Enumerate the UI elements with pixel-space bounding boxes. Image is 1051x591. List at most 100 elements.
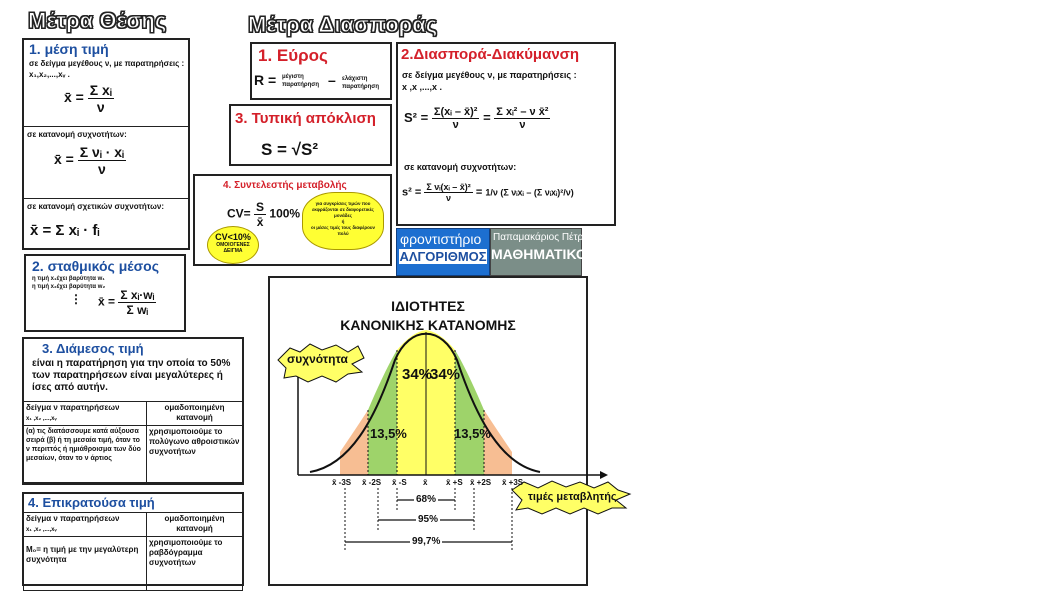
mean-formula-3: x̄ = Σ xᵢ · fᵢ <box>30 222 100 239</box>
weighted-den: Σ wᵢ <box>126 303 149 317</box>
cv-badge-3: ΔΕΙΓΜΑ <box>223 248 243 254</box>
mean-box: 1. μέση τιμή σε δείγμα μεγέθους ν, με πα… <box>22 38 190 250</box>
cv-num: S <box>254 200 267 215</box>
mean-f2-den: ν <box>97 161 106 177</box>
variance-f2-eq: = <box>475 186 483 199</box>
logo-left-bottom: ΑΛΓΟΡΙΘΜΟΣ <box>399 249 487 264</box>
range-997-label: 99,7% <box>410 536 443 547</box>
variance-desc: σε δείγμα μεγέθους ν, με παρατηρήσεις : <box>402 70 577 80</box>
mean-title: 1. μέση τιμή <box>29 41 109 57</box>
mean-f1-num: Σ xᵢ <box>87 82 114 99</box>
variance-num1: Σ(xᵢ – x̄)² <box>431 106 480 119</box>
stddev-title: 3. Τυπική απόκλιση <box>235 110 376 127</box>
mode-col1: δείγμα ν παρατηρήσεων <box>26 514 120 523</box>
stddev-formula: S = √S² <box>261 140 319 159</box>
pct-inner-left: 34% <box>402 366 433 383</box>
weighted-num: Σ xᵢ·wᵢ <box>118 288 157 303</box>
mean-f2-lhs: x̄ = <box>54 151 74 168</box>
variance-num2: Σ xᵢ² – ν x̄² <box>494 106 551 119</box>
values-label: τιμές μεταβλητής <box>528 491 617 503</box>
band-green-left <box>368 350 397 475</box>
median-desc: είναι η παρατήρηση για την οποία το 50% … <box>32 358 231 393</box>
cv-pct: 100% <box>269 206 301 221</box>
logo-left: φροντιστήριο ΑΛΓΟΡΙΘΜΟΣ <box>396 228 490 276</box>
tick-minus-2s: x̄ -2S <box>362 478 382 487</box>
mode-col1-sub: x₁ ,x₂ ,...,xᵥ <box>26 527 57 533</box>
cv-title: 4. Συντελεστής μεταβολής <box>223 180 347 191</box>
range-95-label: 95% <box>416 514 441 525</box>
freq-label-burst <box>277 343 365 383</box>
mean-f2-num: Σ νᵢ · xᵢ <box>77 144 127 161</box>
variance-title: 2.Διασπορά-Διακύμανση <box>401 46 580 63</box>
range-max: μέγιστη παρατήρηση <box>282 74 320 88</box>
mode-box: 4. Επικρατούσα τιμή δείγμα ν παρατηρήσεω… <box>22 492 244 591</box>
tick-mean: x̄ <box>423 478 428 487</box>
variance-f2-rhs: 1/ν (Σ νᵢxᵢ – (Σ νᵢxᵢ)²/ν) <box>485 187 574 198</box>
mode-title: 4. Επικρατούσα τιμή <box>28 495 155 510</box>
range-minus: – <box>328 72 336 88</box>
median-table: δείγμα ν παρατηρήσεων x₁ ,x₂ ,...,xᵥ ομαδ… <box>23 401 243 483</box>
tick-minus-3s: x̄ -3S <box>332 478 352 487</box>
weighted-line-2: η τιμή x₂έχει βαρύτητα w₂ <box>32 284 106 290</box>
band-green-right <box>455 350 484 475</box>
mean-rel-label: σε κατανομή σχετικών συχνοτήτων: <box>27 202 165 211</box>
cv-badge: CV<10% ΟΜΟΙΟΓΕΝΕΣ ΔΕΙΓΜΑ <box>207 226 259 264</box>
logo-left-top: φροντιστήριο <box>400 231 482 247</box>
variance-freq-label: σε κατανομή συχνοτήτων: <box>404 162 517 172</box>
band-orange-right <box>484 410 512 475</box>
median-title: 3. Διάμεσος τιμή <box>42 341 144 356</box>
header-dispersion-measures: Μέτρα Διασποράς <box>247 12 438 38</box>
range-title: 1. Εύρος <box>258 46 328 65</box>
weighted-mean-box: 2. σταθμικός μέσος η τιμή x₁έχει βαρύτητ… <box>24 254 186 332</box>
range-min: ελάχιστη παρατήρηση <box>342 76 380 90</box>
divider <box>24 126 188 127</box>
mean-f1-den: ν <box>96 99 105 115</box>
cv-cloud-2: ή <box>341 219 345 224</box>
variance-obs: x ,x ,...,x . <box>402 82 443 92</box>
cv-den: x̄ <box>256 215 264 229</box>
tick-plus-3s: x̄ +3S <box>502 478 524 487</box>
variance-f2-num: Σ νᵢ(xᵢ – x̄)² <box>424 182 473 193</box>
weighted-lhs: x̄ = <box>98 294 116 309</box>
cv-badge-1: CV<10% <box>215 232 251 242</box>
median-col1: δείγμα ν παρατηρήσεων <box>26 403 120 412</box>
normal-title-1: ΙΔΙΟΤΗΤΕΣ <box>391 298 465 314</box>
variance-f2-lhs: s² = <box>402 186 422 199</box>
pct-inner-right: 34% <box>430 366 461 383</box>
weighted-dots: ⋮ <box>70 292 82 306</box>
logo-right-bottom: ΜΑΘΗΜΑΤΙΚΟΣ <box>491 246 596 262</box>
weighted-title: 2. σταθμικός μέσος <box>32 258 159 274</box>
band-yellow-left <box>397 330 426 475</box>
mean-freq-label: σε κατανομή συχνοτήτων: <box>27 130 127 139</box>
median-col2-header: ομαδοποιημένη κατανομή <box>146 401 243 426</box>
pct-mid-right: 13,5% <box>454 426 491 441</box>
freq-label: συχνότητα <box>287 352 348 366</box>
divider <box>24 198 188 199</box>
range-68-label: 68% <box>414 494 439 505</box>
mean-f1-lhs: x̄ = <box>64 89 84 106</box>
normal-title-2: ΚΑΝΟΝΙΚΗΣ ΚΑΤΑΝΟΜΗΣ <box>340 317 516 333</box>
header-position-measures: Μέτρα Θέσης <box>27 8 167 34</box>
tick-plus-s: x̄ +S <box>446 478 463 487</box>
pct-mid-left: 13,5% <box>370 426 407 441</box>
tick-minus-s: x̄ -S <box>392 478 407 487</box>
variance-den2: ν <box>519 119 526 131</box>
mean-desc: σε δείγμα μεγέθους ν, με παρατηρήσεις : <box>29 59 185 68</box>
median-col1-sub: x₁ ,x₂ ,...,xᵥ <box>26 416 57 422</box>
variance-lhs: S² = <box>404 109 429 125</box>
variance-f2-den: ν <box>446 193 452 203</box>
weighted-line-1: η τιμή x₁έχει βαρύτητα w₁ <box>32 276 105 282</box>
mean-obs: x₁,x₂,...,xᵥ . <box>29 70 70 79</box>
cv-badge-2: ΟΜΟΙΟΓΕΝΕΣ <box>216 242 250 248</box>
logo-right-top: Παπαμακάριος Πέτρος <box>493 232 594 243</box>
median-cell-1: (α) τις διατάσσουμε κατά αύξουσα σειρά (… <box>23 425 147 483</box>
values-label-burst <box>511 480 632 515</box>
median-cell-2: χρησιμοποιούμε το πολύγωνο αθροιστικών σ… <box>146 425 243 483</box>
